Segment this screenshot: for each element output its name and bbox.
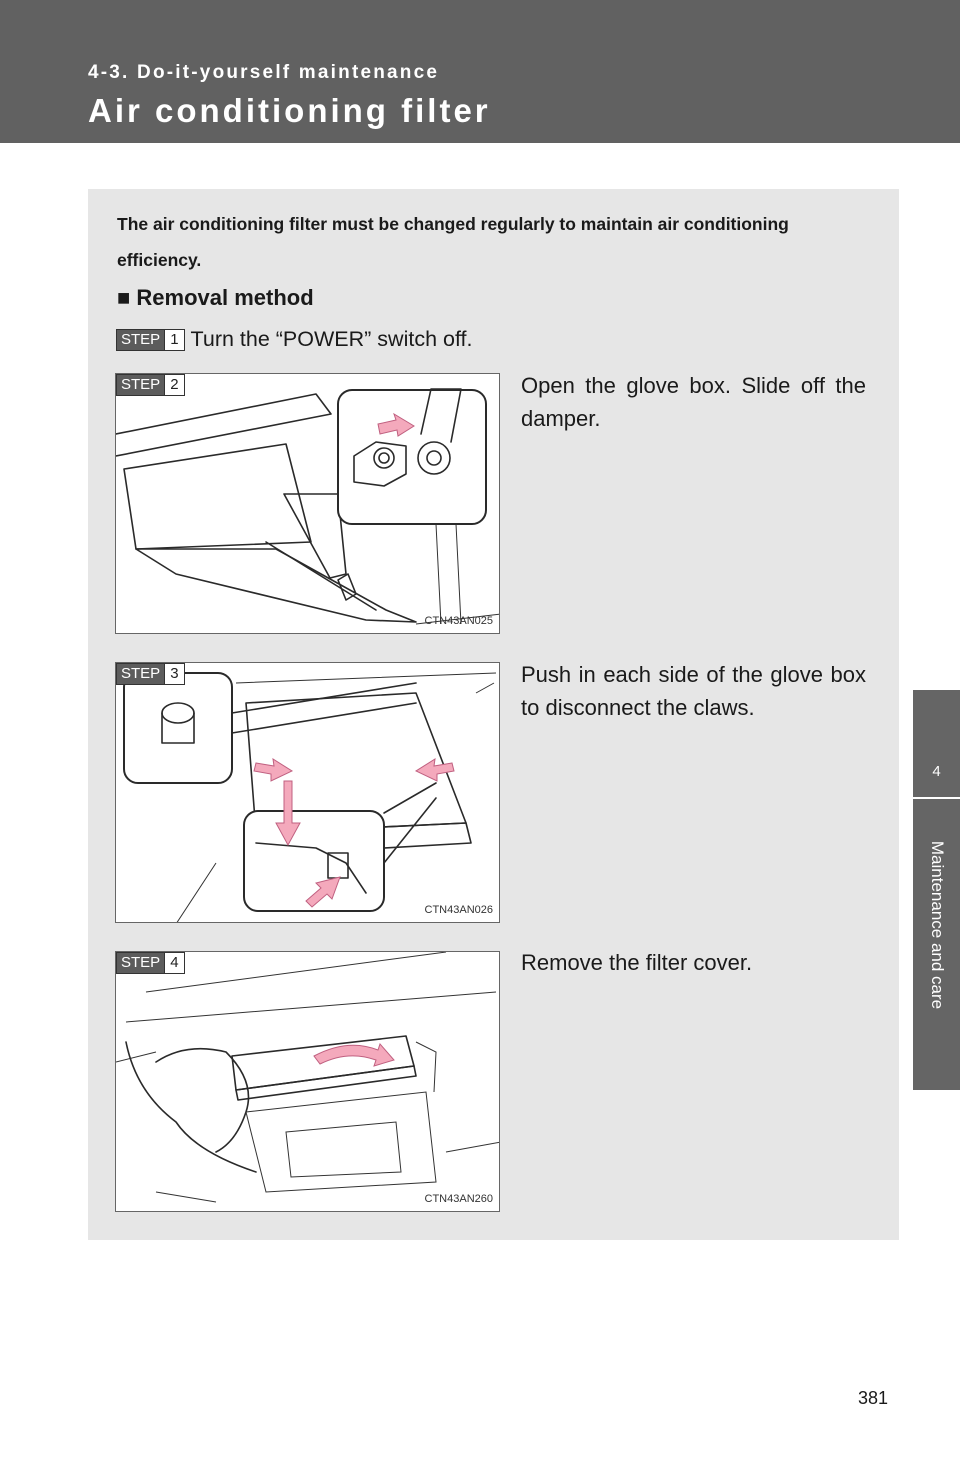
tab-divider <box>913 797 960 799</box>
chapter-number: 4 <box>932 763 941 780</box>
page-header: 4-3. Do-it-yourself maintenance Air cond… <box>0 0 960 143</box>
step-4-text: Remove the filter cover. <box>521 950 753 975</box>
chapter-label: Maintenance and care <box>928 840 947 1010</box>
page-title: Air conditioning filter <box>88 92 491 129</box>
chapter-tab: 4 Maintenance and care <box>913 690 960 1090</box>
step-2-text: Open the glove box. Slide off the damper… <box>521 373 866 431</box>
figure-code: CTN43AN260 <box>424 1193 493 1205</box>
step-3-text: Push in each side of the glove box to di… <box>521 662 866 720</box>
step-text: Turn the “POWER” switch off. <box>190 327 473 351</box>
filter-cover-drawing <box>116 952 499 1203</box>
subheading: ■ Removal method <box>117 285 314 310</box>
glove-box-damper-drawing <box>116 388 499 625</box>
figure-code: CTN43AN025 <box>424 615 493 627</box>
figure-code: CTN43AN026 <box>424 904 493 916</box>
intro-text: The air conditioning filter must be chan… <box>117 214 789 270</box>
section-label: 4-3. Do-it-yourself maintenance <box>88 62 440 83</box>
content-panel: The air conditioning filter must be chan… <box>88 189 899 1240</box>
glove-box-claws-drawing <box>123 672 497 922</box>
page-number: 381 <box>858 1388 889 1408</box>
